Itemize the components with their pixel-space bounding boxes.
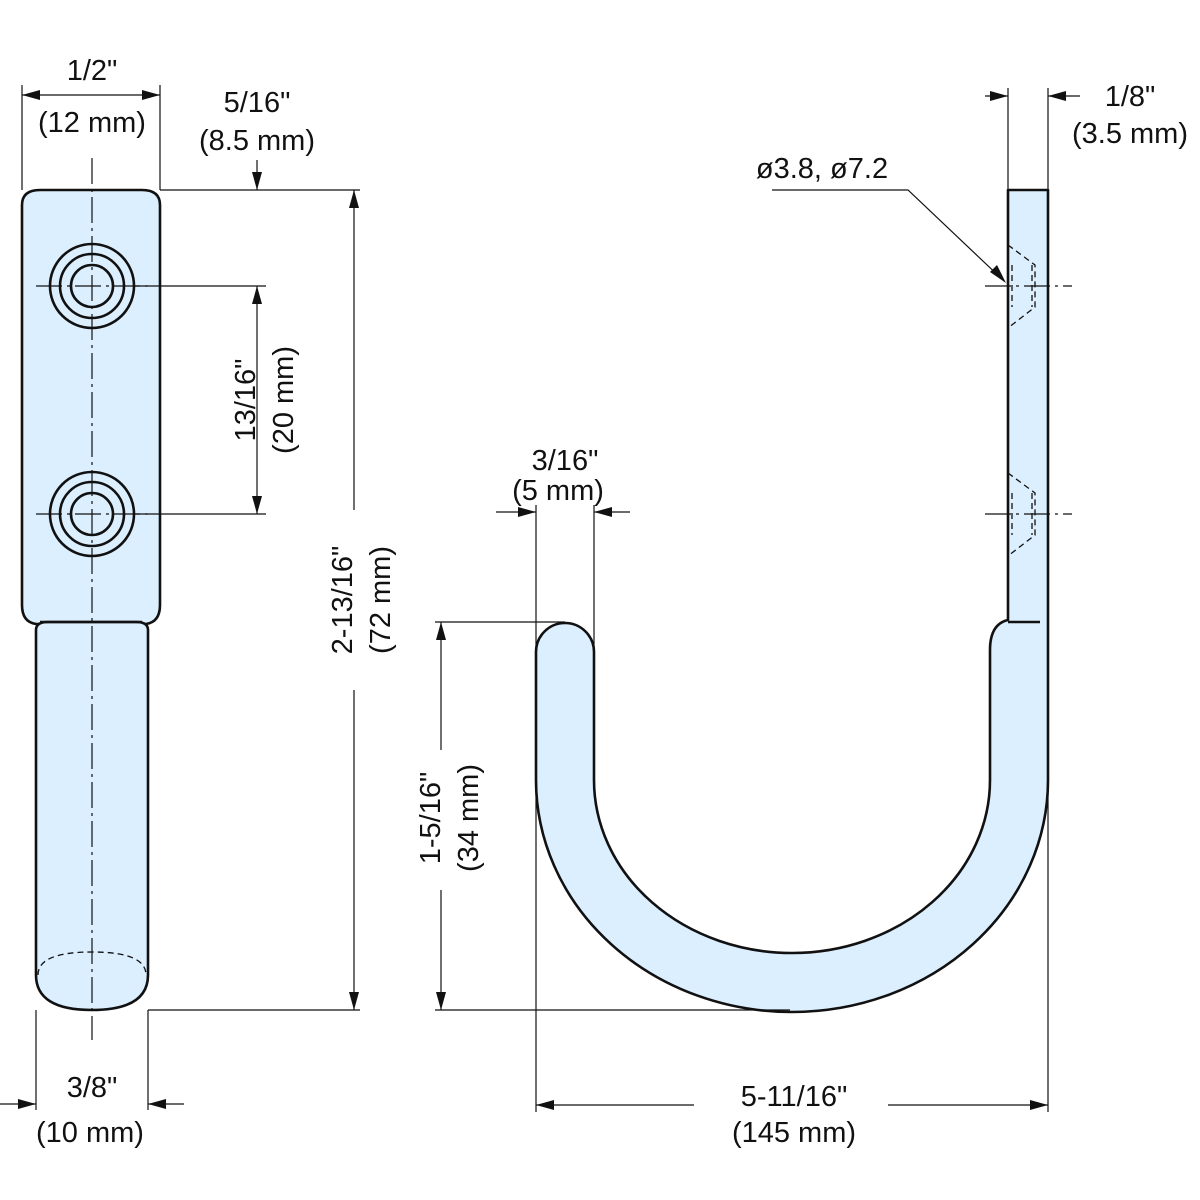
hole-spacing-mm: (20 mm) — [268, 346, 300, 454]
mounting-plate — [20, 188, 162, 626]
side-view: 1/8" (3.5 mm) ø3.8, ø7.2 3/16" (5 mm) 1-… — [415, 81, 1188, 1149]
rod-width-mm: (10 mm) — [36, 1117, 144, 1149]
hook-depth-mm: (34 mm) — [453, 764, 485, 872]
thickness-inch: 1/8" — [1105, 81, 1156, 113]
hole-spacing-inch: 13/16" — [230, 359, 262, 442]
hole-diameters-label: ø3.8, ø7.2 — [756, 153, 888, 185]
total-height-mm: (72 mm) — [365, 546, 397, 654]
rod-dia-mm: (5 mm) — [512, 475, 604, 507]
hook-depth-inch: 1-5/16" — [415, 772, 447, 865]
total-length-inch: 5-11/16" — [741, 1081, 848, 1113]
thickness-mm: (3.5 mm) — [1072, 118, 1188, 150]
front-view: 1/2" (12 mm) 5/16" (8.5 mm) 13/16" (20 m… — [0, 55, 397, 1149]
leader-line — [772, 189, 1005, 282]
width-top-mm: (12 mm) — [38, 107, 146, 139]
total-length-mm: (145 mm) — [732, 1117, 856, 1149]
hole-top-mm: (8.5 mm) — [199, 125, 315, 157]
hole-top-inch: 5/16" — [224, 87, 291, 119]
total-height-inch: 2-13/16" — [327, 546, 359, 655]
rod-dia-inch: 3/16" — [532, 445, 599, 477]
width-top-inch: 1/2" — [67, 55, 118, 87]
rod-width-inch: 3/8" — [67, 1072, 118, 1104]
j-hook-body — [534, 188, 1050, 1014]
